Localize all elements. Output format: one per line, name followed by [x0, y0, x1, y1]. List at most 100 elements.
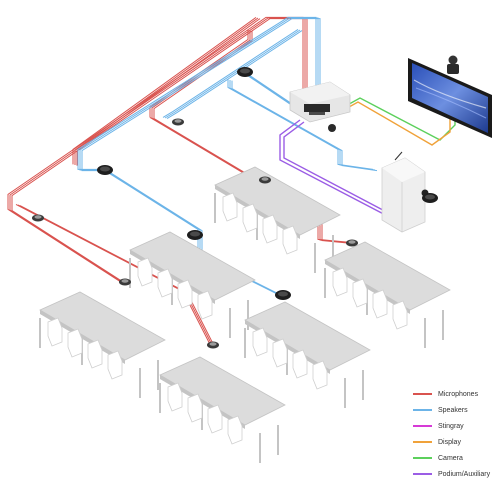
spk-cable-branch-4-strand	[242, 71, 299, 110]
legend-label: Podium/Auxiliary	[438, 470, 491, 478]
chair	[167, 382, 183, 412]
chair	[262, 214, 278, 244]
chair	[177, 279, 193, 309]
chair	[47, 317, 63, 347]
table-edge	[325, 260, 410, 314]
speaker-grille	[100, 166, 110, 172]
legend-label: Speakers	[438, 406, 468, 414]
chair	[197, 290, 213, 320]
spk-cable-branch-1-strand	[166, 30, 303, 120]
speaker-grille	[240, 68, 250, 74]
device-layer	[32, 67, 438, 349]
podium-cable-2	[283, 121, 399, 219]
table	[244, 301, 371, 408]
table-edge	[160, 375, 245, 429]
chair	[272, 338, 288, 368]
chair	[252, 327, 268, 357]
display-cable	[339, 100, 451, 146]
spk-cable-branch-1-strand	[164, 29, 301, 119]
table	[129, 231, 256, 338]
spk-cable-main-strand	[79, 17, 319, 171]
legend-item-podium: Podium/Auxiliary	[413, 466, 499, 482]
chair	[372, 289, 388, 319]
chair	[392, 300, 408, 330]
legend-item-stingray: Stingray	[413, 418, 499, 434]
table	[324, 241, 451, 348]
mic-cable-branch-2-strand	[76, 18, 261, 166]
legend-item-camera: Camera	[413, 450, 499, 466]
mic-cable-main-strand	[11, 18, 308, 284]
chair	[222, 192, 238, 222]
chair	[157, 268, 173, 298]
table-microphone-icon	[346, 239, 358, 247]
table-edge	[245, 320, 330, 374]
chair	[207, 404, 223, 434]
legend-swatch	[413, 409, 432, 411]
chair	[227, 415, 243, 445]
furniture-layer	[39, 166, 451, 463]
spk-cable-main-strand	[81, 18, 321, 172]
legend-label: Stingray	[438, 422, 464, 430]
legend-swatch	[413, 393, 432, 395]
chair	[242, 203, 258, 233]
mic-cable-main-strand	[7, 16, 304, 282]
speaker-grille	[278, 291, 288, 297]
ceiling-speaker-icon	[422, 193, 438, 203]
spk-cable-branch-1-strand	[162, 28, 299, 118]
podium-icon	[381, 151, 429, 233]
ceiling-speaker-icon	[187, 230, 203, 240]
wall-display-icon	[408, 58, 492, 138]
spk-cable-branch-2-strand	[231, 80, 378, 172]
chair	[352, 278, 368, 308]
mic-grille	[348, 240, 356, 244]
table-microphone-icon	[32, 214, 44, 222]
table-microphone-icon	[172, 118, 184, 126]
table-edge	[130, 250, 215, 304]
mic-cable-branch-2-strand	[74, 17, 259, 165]
chair	[187, 393, 203, 423]
table-microphone-icon	[119, 278, 131, 286]
mic-cable-branch-4-strand	[153, 118, 355, 245]
mic-cable-branch-2-strand	[72, 16, 257, 165]
mic-grille	[121, 279, 129, 283]
legend-item-display: Display	[413, 434, 499, 450]
legend-item-speakers: Speakers	[413, 402, 499, 418]
legend-label: Camera	[438, 454, 463, 462]
legend-label: Display	[438, 438, 461, 446]
legend-swatch	[413, 457, 432, 459]
ceiling-speaker-icon	[237, 67, 253, 77]
speaker-grille	[190, 231, 200, 237]
table-microphone-icon	[259, 176, 271, 184]
legend-swatch	[413, 473, 432, 475]
mic-cable-main-strand	[9, 17, 306, 283]
table	[39, 291, 166, 398]
table	[159, 356, 286, 463]
speaker-grille	[425, 194, 435, 200]
dsp-processor-icon	[289, 81, 351, 132]
table	[214, 166, 341, 273]
legend-label: Microphones	[438, 390, 479, 398]
table-edge	[40, 310, 125, 364]
ptz-camera-icon	[447, 55, 459, 74]
ceiling-speaker-icon	[97, 165, 113, 175]
chair	[282, 225, 298, 255]
cable-layer	[7, 16, 456, 346]
legend-item-microphones: Microphones	[413, 386, 499, 402]
table-edge	[215, 185, 300, 239]
legend-swatch	[413, 441, 432, 443]
chair	[332, 267, 348, 297]
mic-grille	[261, 177, 269, 181]
legend-swatch	[413, 425, 432, 427]
chair	[292, 349, 308, 379]
chair	[312, 360, 328, 390]
mic-grille	[34, 215, 42, 219]
chair	[107, 350, 123, 380]
chair	[87, 339, 103, 369]
chair	[137, 257, 153, 287]
mic-grille	[174, 119, 182, 123]
table-microphone-icon	[207, 341, 219, 349]
mic-grille	[209, 342, 217, 346]
